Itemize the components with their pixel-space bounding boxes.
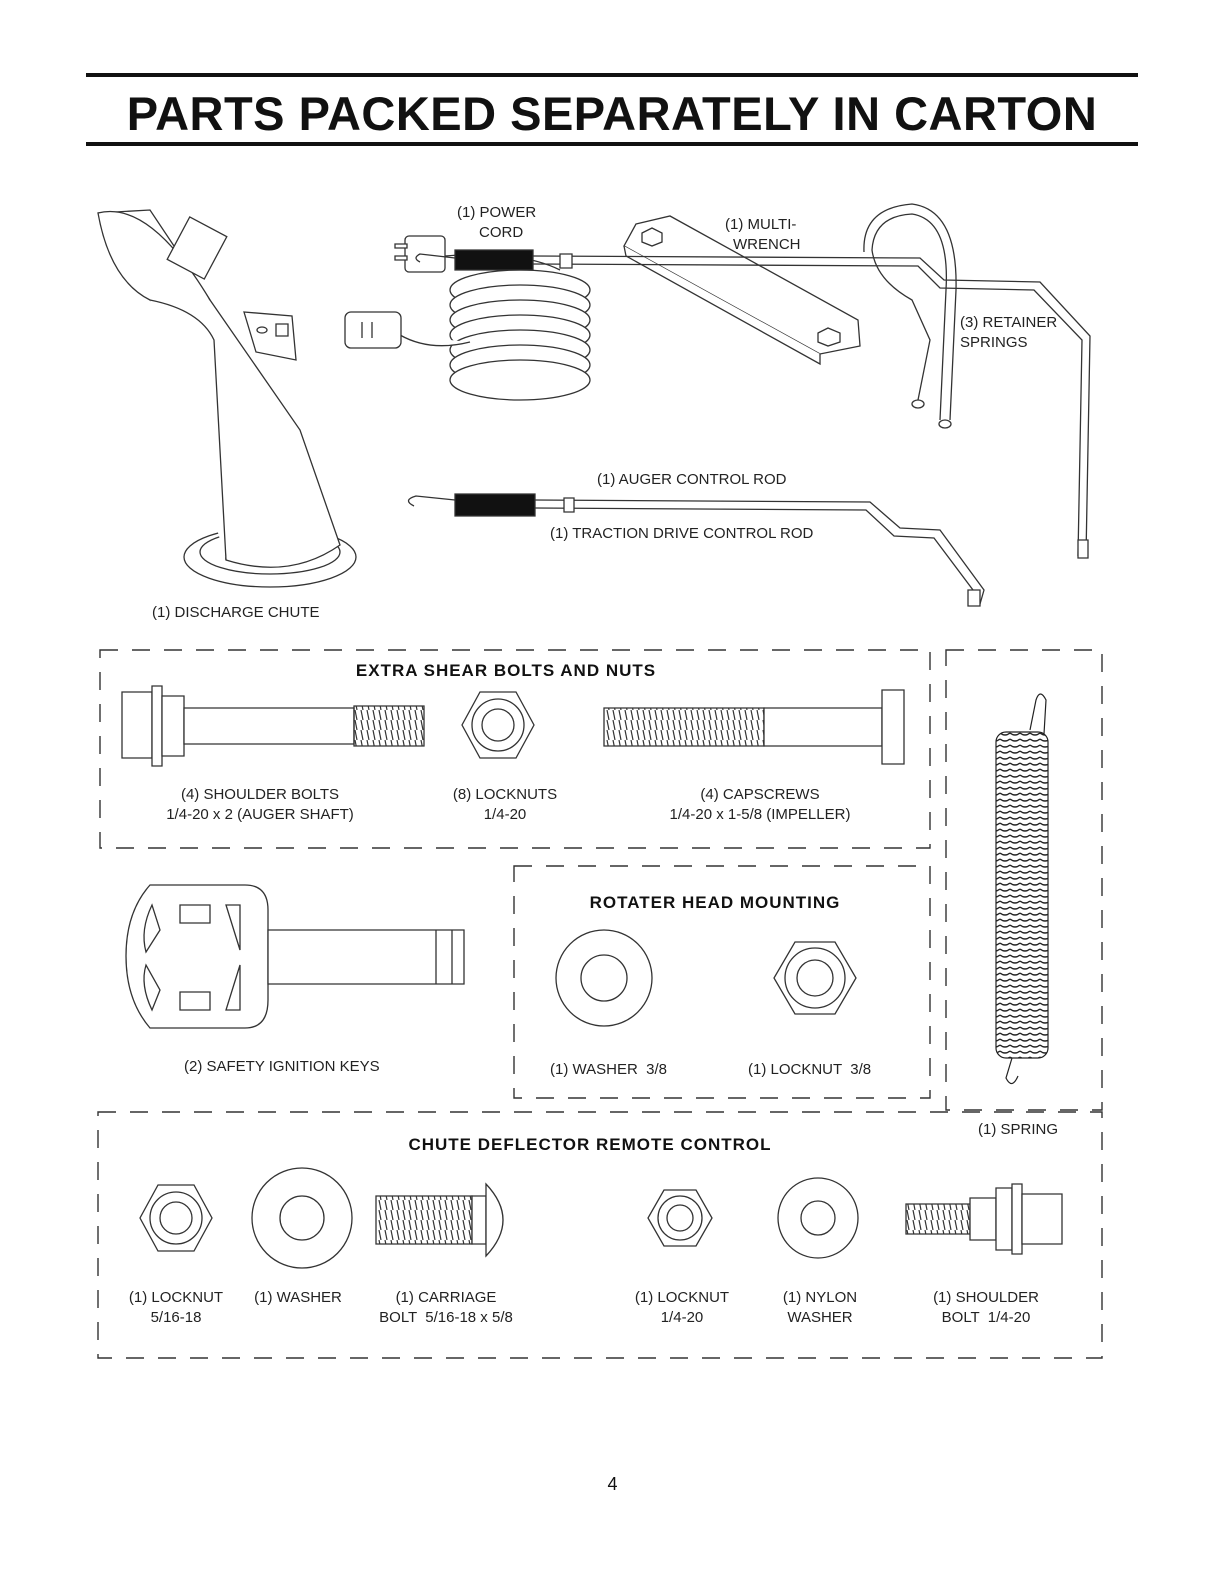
shear-bolts-box (100, 650, 930, 848)
shear-shoulder-bolts-label: (4) SHOULDER BOLTS 1/4-20 x 2 (AUGER SHA… (166, 786, 354, 823)
deflector-washer-label: (1) WASHER (254, 1289, 342, 1306)
rotater-washer-drawing (556, 930, 652, 1026)
chute-deflector-heading: CHUTE DEFLECTOR REMOTE CONTROL (408, 1135, 772, 1154)
deflector-locknut-b-drawing (648, 1190, 712, 1246)
deflector-shoulder-bolt-drawing (906, 1184, 1062, 1254)
traction-rod-drawing (408, 494, 984, 606)
rotater-washer-label: (1) WASHER 3/8 (550, 1061, 667, 1078)
power-cord-label: (1) POWER CORD (457, 204, 537, 241)
title-rule-top (86, 73, 1138, 77)
rotater-box (514, 866, 930, 1098)
deflector-locknut-a-label: (1) LOCKNUT 5/16-18 (128, 1289, 224, 1326)
spring-label: (1) SPRING (978, 1121, 1059, 1138)
deflector-carriage-bolt-label: (1) CARRIAGE BOLT 5/16-18 x 5/8 (379, 1289, 513, 1326)
auger-rod-label: (1) AUGER CONTROL ROD (597, 471, 787, 488)
shear-capscrew-drawing (604, 690, 904, 764)
retainer-spring-drawing (864, 204, 956, 428)
spring-drawing (996, 694, 1048, 1084)
multi-wrench-drawing (624, 216, 860, 364)
deflector-carriage-bolt-drawing (376, 1184, 503, 1256)
deflector-nylon-washer-label: (1) NYLON WASHER (782, 1289, 858, 1326)
deflector-locknut-a-drawing (140, 1185, 212, 1251)
discharge-chute-label: (1) DISCHARGE CHUTE (152, 604, 320, 621)
title-rule-bottom (86, 142, 1138, 146)
multi-wrench-label: (1) MULTI- WRENCH (725, 216, 801, 253)
discharge-chute-drawing (98, 210, 356, 587)
auger-rod-drawing (416, 250, 1090, 558)
deflector-washer-drawing (252, 1168, 352, 1268)
shear-shoulder-bolt-drawing (122, 686, 424, 766)
deflector-nylon-washer-drawing (778, 1178, 858, 1258)
rotater-locknut-label: (1) LOCKNUT 3/8 (748, 1061, 872, 1078)
shear-locknuts-label: (8) LOCKNUTS 1/4-20 (452, 786, 558, 823)
chute-deflector-box (98, 1112, 1102, 1358)
page-number: 4 (607, 1474, 618, 1494)
ignition-keys-label: (2) SAFETY IGNITION KEYS (184, 1058, 380, 1075)
shear-bolts-heading: EXTRA SHEAR BOLTS AND NUTS (355, 661, 657, 680)
shear-capscrews-label: (4) CAPSCREWS 1/4-20 x 1-5/8 (IMPELLER) (669, 786, 851, 823)
ignition-key-drawing (126, 885, 464, 1028)
rotater-heading: ROTATER HEAD MOUNTING (589, 893, 841, 912)
deflector-locknut-b-label: (1) LOCKNUT 1/4-20 (634, 1289, 730, 1326)
retainer-springs-label: (3) RETAINER SPRINGS (960, 314, 1058, 351)
page-title: PARTS PACKED SEPARATELY IN CARTON (126, 87, 1098, 140)
deflector-shoulder-bolt-label: (1) SHOULDER BOLT 1/4-20 (933, 1289, 1039, 1326)
rotater-locknut-drawing (774, 942, 856, 1014)
spring-box (946, 650, 1102, 1110)
shear-locknut-drawing (462, 692, 534, 758)
traction-rod-label: (1) TRACTION DRIVE CONTROL ROD (550, 525, 814, 542)
